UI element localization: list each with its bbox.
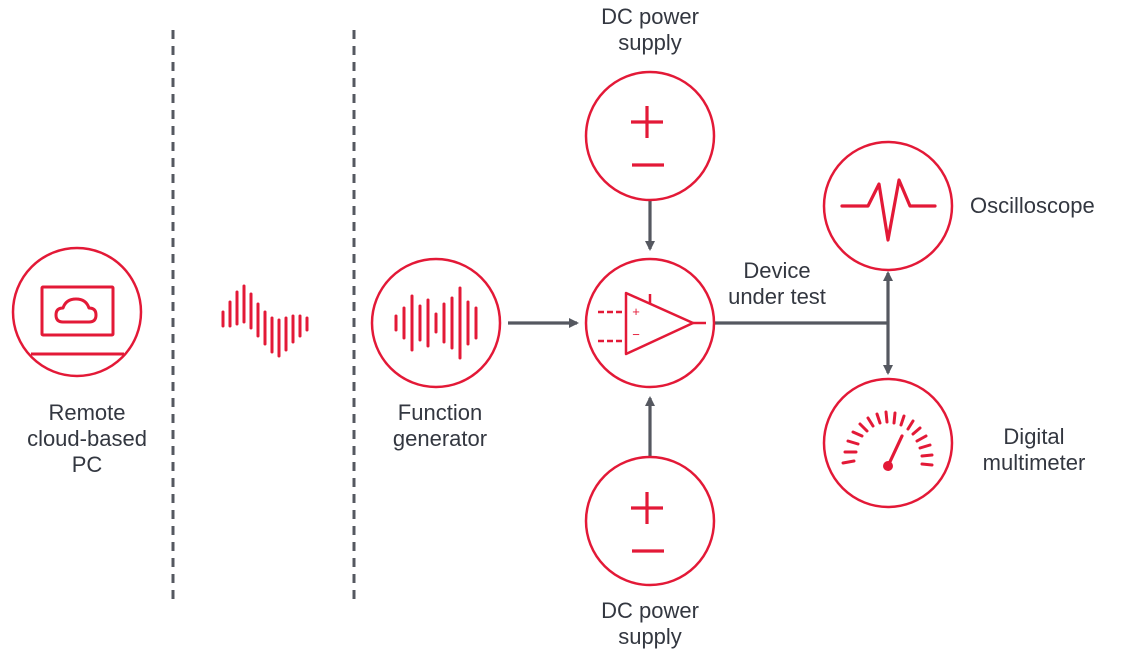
op-amp-icon: + − [584, 257, 716, 389]
waveform-icon [221, 284, 309, 358]
dc-power-supply-top-label: DC power supply [601, 4, 699, 55]
dc-power-supply-bottom-label: DC power supply [601, 598, 699, 649]
oscilloscope-label: Oscilloscope [970, 193, 1095, 218]
pulse-icon [822, 140, 954, 272]
digital-multimeter-label: Digital multimeter [982, 424, 1086, 475]
op-amp-plus-symbol: + [632, 304, 640, 319]
connectors [508, 199, 893, 456]
plus-minus-icon [584, 70, 716, 202]
op-amp-minus-symbol: − [632, 327, 640, 342]
function-generator-label: Function generator [392, 400, 488, 451]
device-under-test-label: Device under test [728, 258, 826, 309]
sound-wave-icon [370, 257, 502, 389]
plus-minus-icon [584, 455, 716, 587]
remote-pc-label: Remote cloud-based PC [27, 400, 147, 477]
laptop-cloud-icon [11, 246, 143, 378]
gauge-icon [822, 377, 954, 509]
